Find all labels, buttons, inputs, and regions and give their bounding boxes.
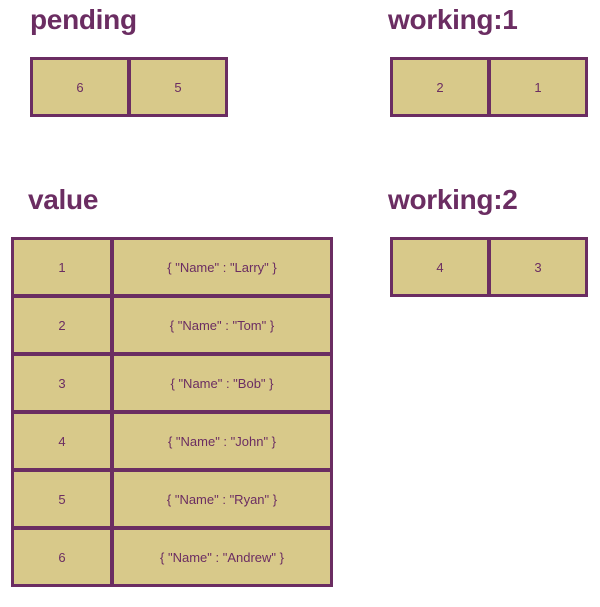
working2-list: 4 3 <box>390 237 588 297</box>
table-row: 2 { "Name" : "Tom" } <box>11 295 333 355</box>
working2-item: 4 <box>390 237 490 297</box>
working1-list: 2 1 <box>390 57 588 117</box>
row-key: 2 <box>11 295 113 355</box>
pending-title: pending <box>30 4 137 35</box>
table-row: 6 { "Name" : "Andrew" } <box>11 527 333 587</box>
row-value: { "Name" : "Tom" } <box>111 295 333 355</box>
pending-item: 6 <box>30 57 130 117</box>
pending-item: 5 <box>128 57 228 117</box>
row-key: 5 <box>11 469 113 529</box>
value-title: value <box>28 184 99 215</box>
working1-item: 1 <box>488 57 588 117</box>
table-row: 4 { "Name" : "John" } <box>11 411 333 471</box>
row-value: { "Name" : "Andrew" } <box>111 527 333 587</box>
row-key: 4 <box>11 411 113 471</box>
row-value: { "Name" : "Ryan" } <box>111 469 333 529</box>
row-value: { "Name" : "John" } <box>111 411 333 471</box>
working1-title: working:1 <box>388 4 518 35</box>
working2-item: 3 <box>488 237 588 297</box>
table-row: 1 { "Name" : "Larry" } <box>11 237 333 297</box>
table-row: 3 { "Name" : "Bob" } <box>11 353 333 413</box>
row-key: 1 <box>11 237 113 297</box>
row-value: { "Name" : "Larry" } <box>111 237 333 297</box>
working2-title: working:2 <box>388 184 518 215</box>
row-key: 3 <box>11 353 113 413</box>
pending-list: 6 5 <box>30 57 228 117</box>
row-value: { "Name" : "Bob" } <box>111 353 333 413</box>
table-row: 5 { "Name" : "Ryan" } <box>11 469 333 529</box>
working1-item: 2 <box>390 57 490 117</box>
value-hash-table: 1 { "Name" : "Larry" } 2 { "Name" : "Tom… <box>11 237 333 587</box>
row-key: 6 <box>11 527 113 587</box>
